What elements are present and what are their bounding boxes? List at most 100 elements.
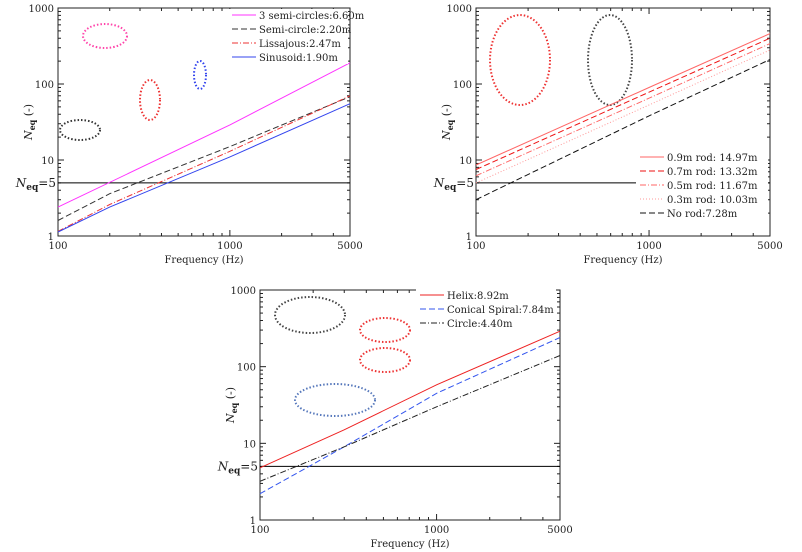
trajectory-illustration <box>359 347 411 373</box>
trajectory-illustration <box>82 23 128 49</box>
threshold-main: N <box>433 176 445 190</box>
threshold-rest: =5 <box>456 176 474 190</box>
y-axis-label: Neq (-) <box>224 387 239 424</box>
plot-frame <box>259 289 561 521</box>
x-tick-label: 100 <box>48 241 67 252</box>
x-tick-label: 5000 <box>757 241 782 252</box>
series-line <box>475 59 771 201</box>
y-tick-label: 10 <box>459 156 472 167</box>
threshold-label: Neq=5 <box>217 459 258 476</box>
series-line <box>475 37 771 170</box>
series-line <box>475 33 771 166</box>
legend-bg <box>636 165 768 178</box>
series-line <box>57 95 351 232</box>
x-tick-label: 1000 <box>217 241 242 252</box>
threshold-label: Neq=5 <box>433 176 474 193</box>
legend-bg <box>636 179 768 192</box>
threshold-sub: eq <box>26 183 39 193</box>
plot-frame <box>57 7 351 237</box>
plot-frame <box>475 7 771 237</box>
y-label-sub: eq <box>445 119 455 130</box>
threshold-rest: =5 <box>240 459 258 473</box>
legend-entry: Semi-circle:2.20m <box>259 25 352 36</box>
y-tick-label: 1000 <box>29 4 54 15</box>
y-label-unit: (-) <box>224 387 237 403</box>
legend-bg <box>636 151 768 164</box>
y-label-main: N <box>440 130 453 141</box>
series-line <box>259 337 561 495</box>
x-axis-label: Frequency (Hz) <box>164 255 243 266</box>
trajectory-illustration <box>274 296 346 334</box>
y-tick-label: 1 <box>48 232 54 243</box>
series-line <box>57 103 351 233</box>
y-tick-label: 100 <box>237 363 256 374</box>
trajectory-illustration <box>359 317 411 343</box>
y-tick-label: 1000 <box>231 286 256 297</box>
y-axis-label: Neq (-) <box>440 104 455 141</box>
x-tick-label: 100 <box>466 241 485 252</box>
y-tick-label: 1 <box>250 516 256 527</box>
legend-bg <box>636 193 768 206</box>
series-line <box>259 355 561 482</box>
legend-entry: Circle:4.40m <box>447 319 513 330</box>
y-tick-label: 1000 <box>447 4 472 15</box>
legend-entry: Lissajous:2.47m <box>259 39 341 50</box>
series-line <box>57 62 351 208</box>
series-line <box>259 330 561 469</box>
y-label-sub: eq <box>27 119 37 130</box>
legend-bg <box>416 303 556 316</box>
trajectory-illustration <box>193 60 207 90</box>
y-label-unit: (-) <box>22 104 35 120</box>
legend-entry: 3 semi-circles:6.60m <box>259 11 365 22</box>
threshold-sub: eq <box>444 183 457 193</box>
legend-entry: Sinusoid:1.90m <box>259 53 338 64</box>
y-tick-label: 100 <box>35 80 54 91</box>
series-line <box>475 43 771 177</box>
legend-entry: 0.3m rod: 10.03m <box>667 195 758 206</box>
series-line <box>57 96 351 221</box>
legend-bg <box>228 37 348 50</box>
threshold-rest: =5 <box>38 176 56 190</box>
x-tick-label: 5000 <box>337 241 362 252</box>
trajectory-illustration <box>587 14 633 106</box>
x-tick-label: 1000 <box>424 525 449 536</box>
legend-bg <box>228 9 348 22</box>
legend-entry: Helix:8.92m <box>447 291 509 302</box>
threshold-main: N <box>15 176 27 190</box>
x-axis-label: Frequency (Hz) <box>370 539 449 550</box>
y-label-main: N <box>224 413 237 424</box>
y-label-unit: (-) <box>440 104 453 120</box>
trajectory-illustration <box>59 119 101 141</box>
legend-entry: 0.7m rod: 13.32m <box>667 167 758 178</box>
trajectory-illustration <box>489 14 551 106</box>
threshold-label: Neq=5 <box>15 176 56 193</box>
legend-entry: Conical Spiral:7.84m <box>447 305 554 316</box>
series-line <box>475 49 771 184</box>
y-tick-label: 10 <box>41 156 54 167</box>
threshold-sub: eq <box>228 466 241 476</box>
y-label-main: N <box>22 130 35 141</box>
legend-entry: 0.5m rod: 11.67m <box>667 181 758 192</box>
y-axis-label: Neq (-) <box>22 104 37 141</box>
y-tick-label: 10 <box>243 439 256 450</box>
y-tick-label: 100 <box>453 80 472 91</box>
y-tick-label: 1 <box>466 232 472 243</box>
legend-bg <box>228 23 348 36</box>
x-tick-label: 1000 <box>636 241 661 252</box>
legend-bg <box>416 289 556 302</box>
trajectory-illustration <box>139 79 161 121</box>
threshold-main: N <box>217 459 229 473</box>
legend-entry: 0.9m rod: 14.97m <box>667 153 758 164</box>
y-label-sub: eq <box>229 402 239 413</box>
legend-bg <box>636 207 768 220</box>
x-tick-label: 5000 <box>547 525 572 536</box>
trajectory-illustration <box>294 383 376 417</box>
x-axis-label: Frequency (Hz) <box>583 255 662 266</box>
legend-bg <box>416 317 556 330</box>
x-tick-label: 100 <box>250 525 269 536</box>
legend-bg <box>228 51 348 64</box>
